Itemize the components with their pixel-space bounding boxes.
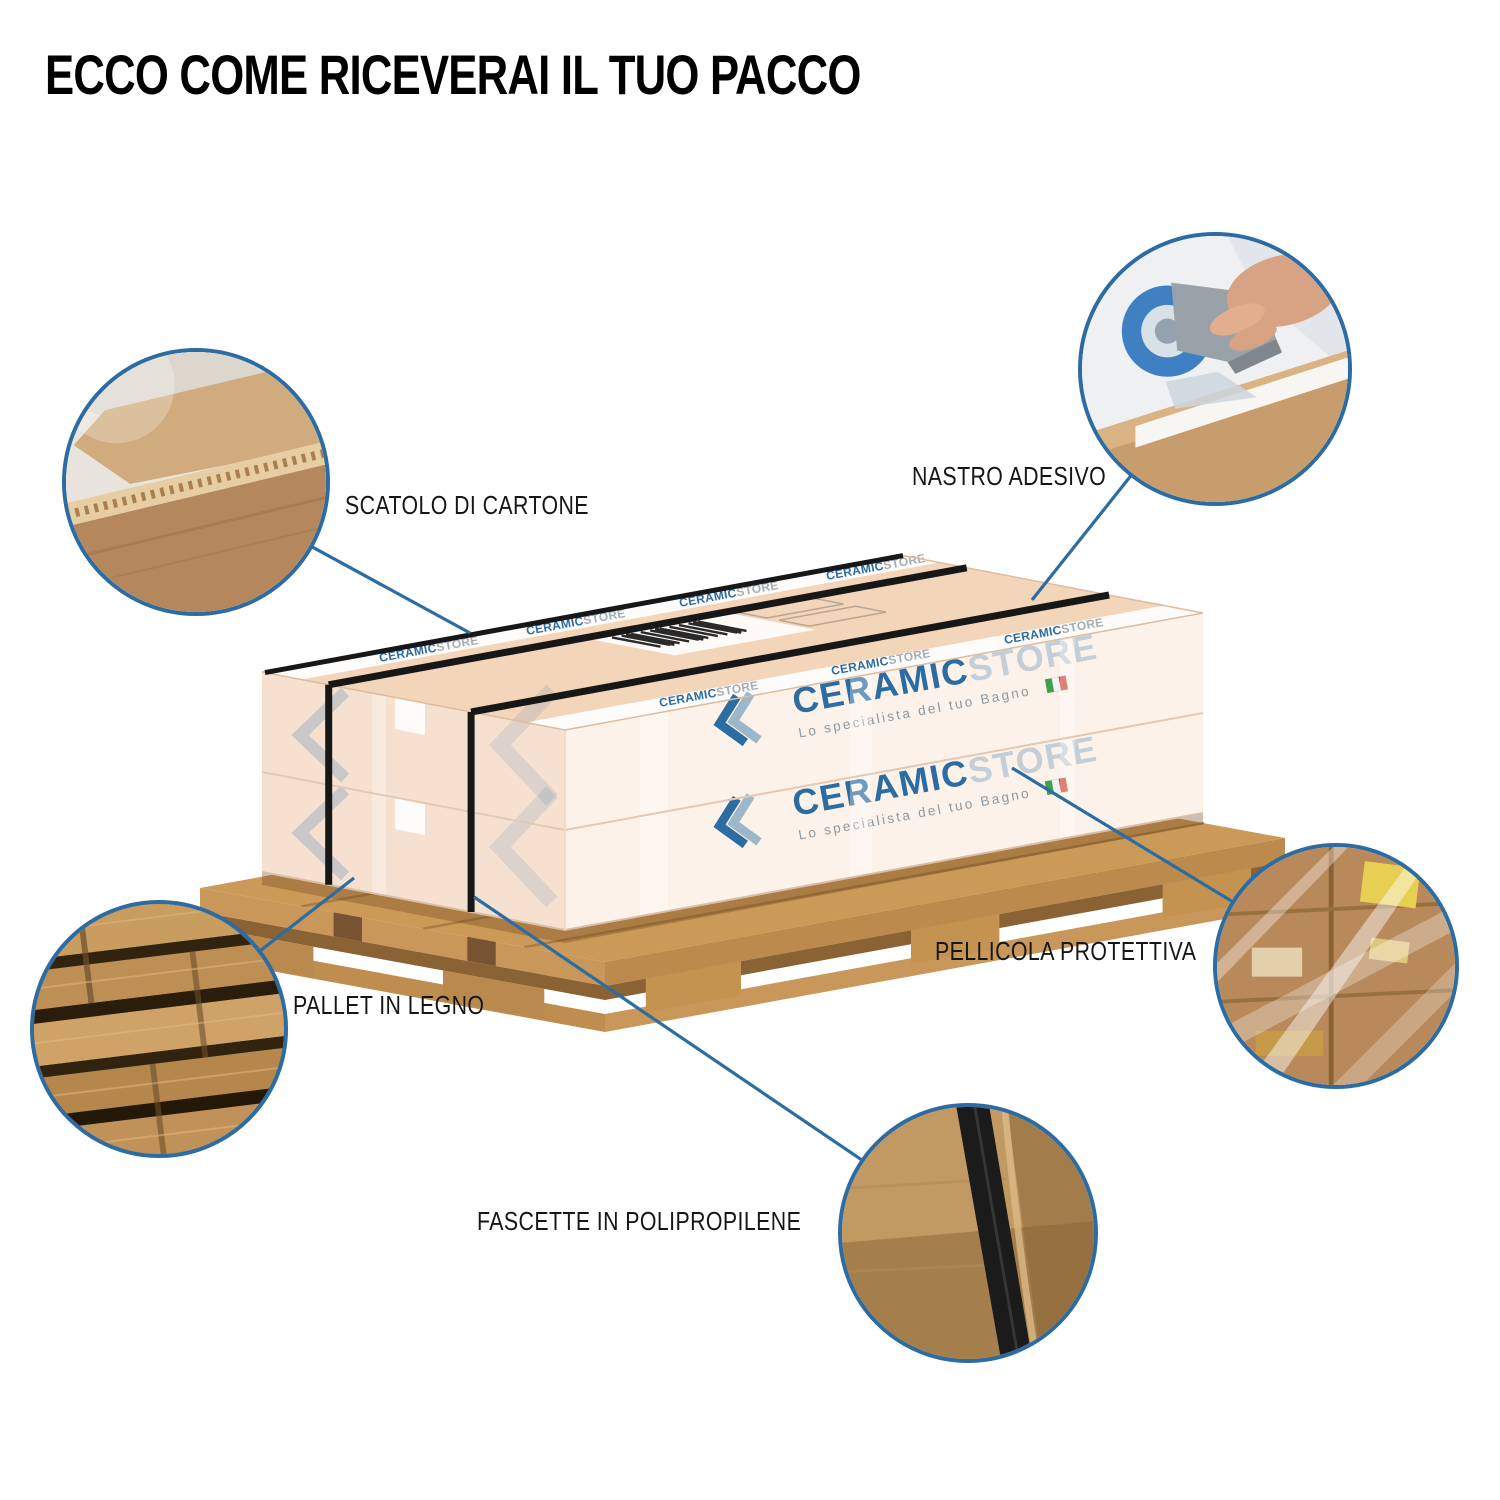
pallet-deck-edge-front (605, 838, 1285, 986)
italian-flag-icon (1044, 675, 1069, 694)
callout-circle-fascette (838, 1103, 1098, 1363)
tape-patch (395, 697, 425, 735)
page-title: ECCO COME RICEVERAI IL TUO PACCO (45, 43, 861, 106)
logo-chevron-icon (713, 795, 748, 849)
callout-circle-pellicola (1213, 843, 1459, 1089)
logo-chevron-icon (727, 793, 762, 846)
label-scatolo: SCATOLO DI CARTONE (345, 490, 589, 520)
cardboard-box-corner-photo (66, 352, 326, 612)
tape-patch (395, 797, 425, 835)
shipping-label (583, 597, 887, 656)
pallet-closeup (34, 904, 284, 1154)
tape-dispenser-photo (1082, 236, 1348, 502)
italian-flag-icon (1044, 777, 1069, 796)
callout-circle-nastro (1078, 232, 1352, 506)
pallet-shadow-left (200, 912, 605, 1000)
film-sheen-streaks (1217, 847, 1455, 1085)
film-closeup (1217, 847, 1455, 1085)
polypropylene-straps (264, 553, 1110, 912)
callout-circle-pallet (30, 900, 288, 1158)
cardboard-closeup (66, 352, 326, 612)
lower-box-front-face (565, 713, 1203, 930)
carton-boxes: CERAMICSTORE CERAMICSTORE CERAMICSTORE C… (261, 551, 1204, 932)
tape-dispenser-closeup (1082, 236, 1348, 502)
upper-box-end-face (262, 672, 565, 830)
label-fascette: FASCETTE IN POLIPROPILENE (477, 1206, 802, 1236)
tape-band-front (525, 605, 1203, 730)
label-nastro: NASTRO ADESIVO (912, 461, 1107, 491)
label-pallet: PALLET IN LEGNO (293, 990, 485, 1020)
tape-band-back (262, 555, 940, 680)
lower-box-end-face (262, 772, 565, 930)
upper-box-front-face (565, 613, 1203, 830)
strap-on-box-photo (842, 1107, 1094, 1359)
pallet-skid-front (605, 890, 1285, 1032)
logo-chevron-icon (727, 691, 762, 744)
logo-chevron-icon (713, 693, 748, 747)
pallet-deck-edge-left (200, 888, 605, 986)
film-wrapped-boxes-photo (1217, 847, 1455, 1085)
strap-closeup (842, 1107, 1094, 1359)
pallet-board-gap (467, 936, 496, 966)
label-pellicola: PELLICOLA PROTETTIVA (935, 936, 1197, 966)
pallet-board-gap (333, 912, 362, 942)
wooden-pallet-photo (34, 904, 284, 1154)
shipping-label-paper (583, 612, 816, 656)
label-outline-box (778, 605, 887, 627)
barcode-thick-bars (625, 620, 742, 646)
callout-circle-scatolo (62, 348, 330, 616)
